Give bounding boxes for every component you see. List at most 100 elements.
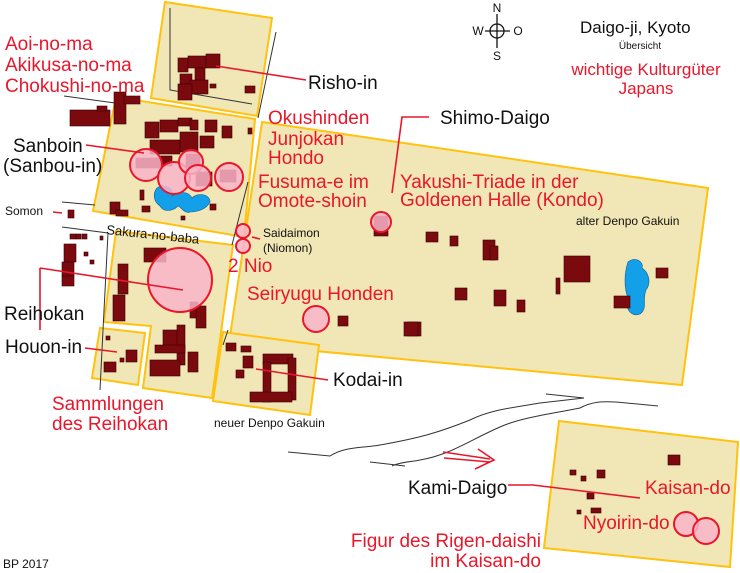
building <box>63 243 77 263</box>
label-im-kaisan-do: im Kaisan-do <box>430 551 541 572</box>
building <box>180 215 186 221</box>
building <box>117 263 129 295</box>
highlight-hondo[interactable] <box>214 162 244 192</box>
building <box>61 261 75 277</box>
highlight-kaisan-do[interactable] <box>692 517 720 545</box>
leader-lines <box>39 65 641 499</box>
building <box>199 135 215 149</box>
building <box>613 295 631 309</box>
building <box>177 83 193 101</box>
zone-shimo-daigo[interactable] <box>227 120 710 387</box>
building <box>247 127 253 135</box>
label-saidaimon: Saidaimon <box>263 226 320 240</box>
building <box>119 357 125 363</box>
label-nyoirin-do: Nyoirin-do <box>583 513 670 534</box>
building <box>189 119 199 131</box>
building <box>123 95 141 105</box>
building <box>75 233 82 240</box>
heritage-labels: Aoi-no-ma Akikusa-no-ma Chokushi-no-ma O… <box>5 34 731 572</box>
building <box>244 85 256 94</box>
label-alter-denpo-gakuin: alter Denpo Gakuin <box>576 214 679 228</box>
label-houon-in[interactable]: Houon-in <box>5 337 82 358</box>
map-title: Daigo-ji, Kyoto Übersicht wichtige Kultu… <box>570 18 721 98</box>
compass-north: N <box>493 1 502 15</box>
highlight-reihokan[interactable] <box>147 247 213 313</box>
highlight-kondo[interactable] <box>370 211 392 233</box>
building <box>113 91 127 125</box>
building <box>141 205 151 213</box>
label-aoi-no-ma: Aoi-no-ma <box>5 34 93 55</box>
title-sub: Übersicht <box>619 40 661 52</box>
label-sammlungen: Sammlungen <box>52 394 164 415</box>
buildings <box>61 53 681 515</box>
building <box>240 345 252 353</box>
label-risho-in[interactable]: Risho-in <box>308 73 378 94</box>
label-des-reihokan: des Reihokan <box>52 414 168 435</box>
denpo-pond <box>624 259 650 316</box>
label-sanboin[interactable]: Sanboin <box>13 136 83 157</box>
label-yakushi-triade: Yakushi-Triade in der <box>400 172 579 193</box>
building <box>337 315 349 327</box>
building <box>493 289 507 307</box>
building <box>563 255 591 283</box>
building <box>69 233 77 240</box>
highlight-okushinden[interactable] <box>184 164 212 192</box>
building <box>209 83 217 89</box>
label-somon: Somon <box>5 204 43 218</box>
highlight-aoi-no-ma[interactable] <box>129 148 163 182</box>
label-kodai-in[interactable]: Kodai-in <box>333 370 403 391</box>
label-okushinden: Okushinden <box>268 108 369 129</box>
label-seiryugu-honden: Seiryugu Honden <box>247 284 394 305</box>
building <box>149 359 181 377</box>
building <box>189 79 209 95</box>
building <box>596 469 606 479</box>
building <box>569 469 577 476</box>
building <box>105 335 111 341</box>
building <box>195 305 207 329</box>
building <box>221 125 233 139</box>
building <box>449 235 459 247</box>
label-sanbou-in: (Sanbou-in) <box>3 156 102 177</box>
building <box>586 492 595 500</box>
building <box>125 349 138 363</box>
building <box>555 277 561 295</box>
compass-east: O <box>513 24 522 38</box>
label-kaisan-do: Kaisan-do <box>645 478 731 499</box>
building <box>655 267 669 279</box>
building <box>69 109 111 127</box>
label-shimo-daigo[interactable]: Shimo-Daigo <box>440 108 550 129</box>
building <box>590 507 602 514</box>
label-chokushi-no-ma: Chokushi-no-ma <box>5 76 145 97</box>
label-reihokan[interactable]: Reihokan <box>4 304 84 325</box>
building <box>204 119 218 133</box>
building <box>112 294 126 322</box>
label-fusuma-e: Fusuma-e im <box>258 172 369 193</box>
label-omote-shoin: Omote-shoin <box>258 191 367 212</box>
building <box>580 475 587 482</box>
building <box>205 53 221 69</box>
highlight-seiryugu[interactable] <box>302 305 330 333</box>
title-main: Daigo-ji, Kyoto <box>580 18 691 37</box>
building <box>576 509 582 515</box>
building <box>403 321 419 337</box>
label-kami-daigo[interactable]: Kami-Daigo <box>408 478 507 499</box>
arrow-right-icon <box>442 448 496 470</box>
zones <box>90 0 740 569</box>
building <box>81 233 88 240</box>
compass-south: S <box>493 49 501 63</box>
highlight-nio[interactable] <box>235 238 251 254</box>
building <box>144 121 160 139</box>
label-rigen-daishi: Figur des Rigen-daishi <box>351 531 541 552</box>
highlight-saidaimon[interactable] <box>235 223 251 239</box>
building <box>96 105 108 112</box>
building <box>83 251 89 257</box>
compass-rose-icon: N S W O <box>472 1 522 63</box>
building <box>179 131 199 153</box>
label-neuer-denpo-gakuin: neuer Denpo Gakuin <box>214 416 325 430</box>
building <box>516 299 526 313</box>
roads <box>61 8 659 467</box>
building <box>115 209 129 217</box>
legend-line-2: Japans <box>619 79 674 98</box>
building <box>159 119 179 133</box>
